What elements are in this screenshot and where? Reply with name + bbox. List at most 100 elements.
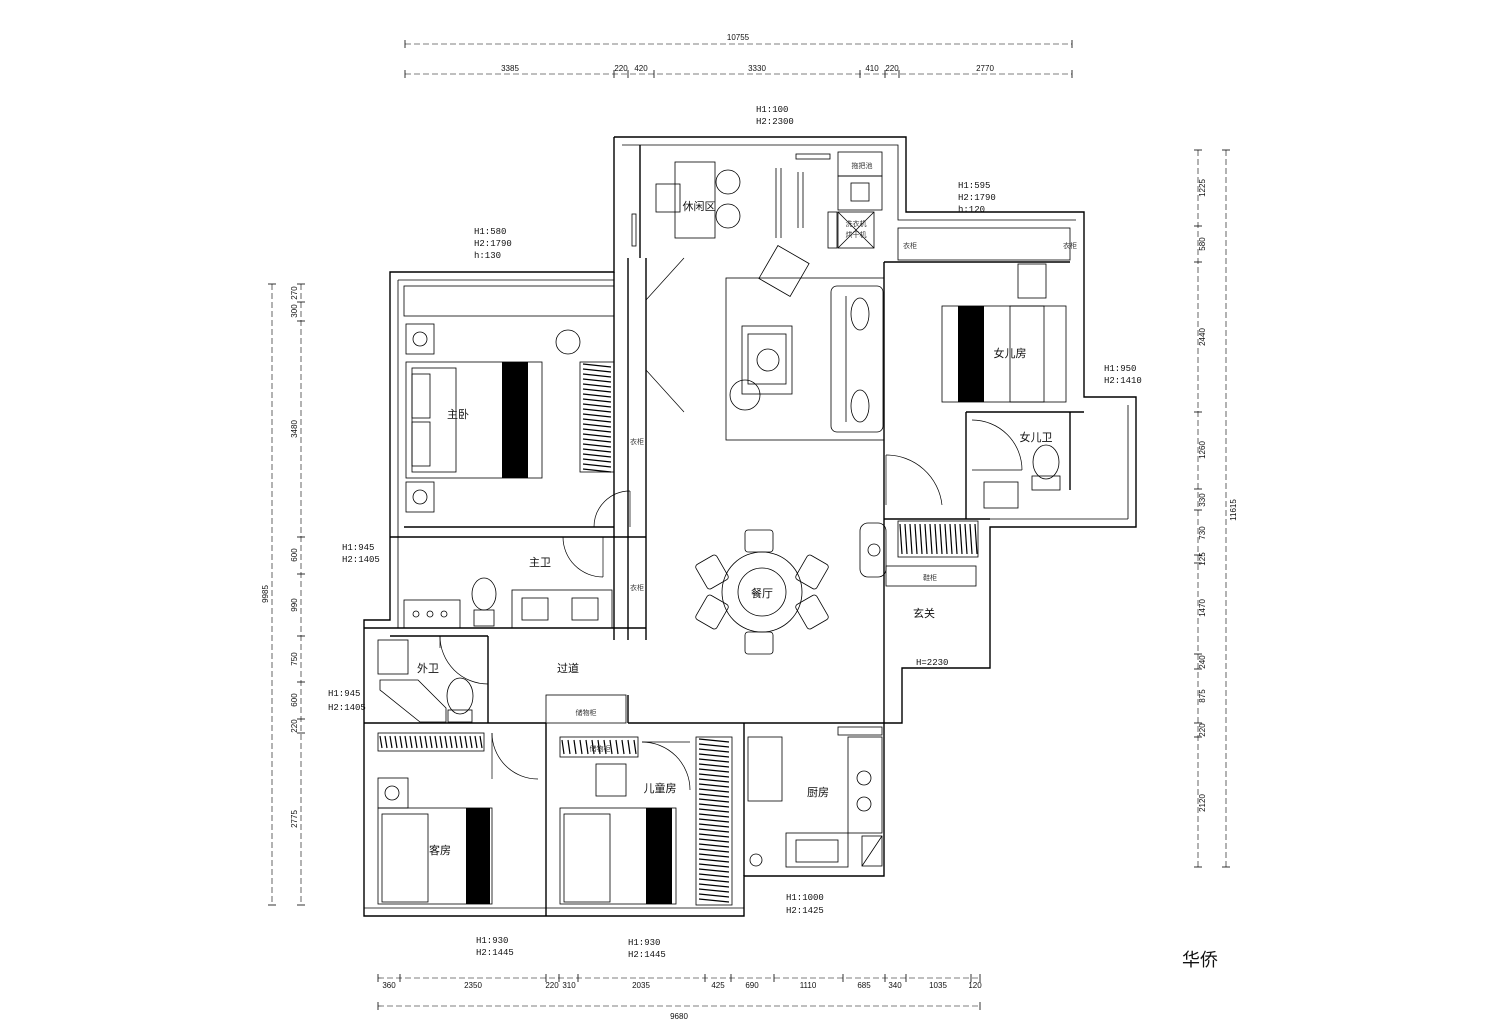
hanger-line (582, 383, 612, 388)
note-daughter-h2: H2:1790 (958, 193, 996, 203)
hanger-line (698, 838, 730, 843)
bottom-seg-11: 120 (968, 981, 982, 990)
hanger-line (582, 413, 612, 418)
note-top-h1: H1:100 (756, 105, 788, 115)
hanger-line (424, 735, 428, 749)
right-seg-9: 875 (1198, 689, 1207, 703)
hanger-line (914, 523, 918, 555)
hanger-line (582, 373, 612, 378)
hanger-line (698, 863, 730, 868)
hanger-line (389, 735, 393, 749)
hanger-line (603, 739, 607, 755)
left-seg-5: 750 (290, 652, 299, 666)
bottom-dimension-segments: 360 2350 220 310 2035 425 690 1110 685 3… (377, 974, 982, 990)
bottom-seg-4: 2035 (632, 981, 650, 990)
top-seg-2: 420 (634, 64, 648, 73)
bottom-seg-2: 220 (545, 981, 559, 990)
hanger-line (379, 735, 383, 749)
hanger-line (479, 735, 483, 749)
note-daughter-bath-h2: H2:1410 (1104, 376, 1142, 386)
right-seg-3: 1260 (1198, 441, 1207, 459)
hanger-line (698, 883, 730, 888)
hanger-line (414, 735, 418, 749)
left-seg-1: 300 (290, 304, 299, 318)
furniture (377, 151, 1071, 906)
left-seg-3: 600 (290, 548, 299, 562)
top-seg-4: 410 (865, 64, 879, 73)
hanger-line (434, 735, 438, 749)
left-dimension-total: 9985 (261, 283, 276, 906)
bottom-seg-10: 1035 (929, 981, 947, 990)
hanger-line (698, 793, 730, 798)
hanger-line (698, 848, 730, 853)
hanger-line (698, 803, 730, 808)
hanger-line (698, 738, 730, 743)
note-top-h2: H2:2300 (756, 117, 794, 127)
hanger-line (899, 523, 903, 555)
hanger-line (449, 735, 453, 749)
right-seg-0: 1225 (1198, 179, 1207, 197)
hanger-line (698, 748, 730, 753)
top-total-label: 10755 (727, 33, 750, 42)
hanger-line (934, 523, 938, 555)
hanger-line (698, 843, 730, 848)
top-seg-3: 3330 (748, 64, 766, 73)
top-dimension-segments: 3385 220 420 3330 410 220 2770 (404, 64, 1073, 78)
right-seg-10: 220 (1198, 723, 1207, 737)
room-label-dining: 餐厅 (751, 586, 773, 600)
hanger-line (582, 388, 612, 393)
cabinet-label-f: 衣柜 (630, 437, 644, 446)
wardrobe-stripes (379, 363, 978, 903)
brand-label: 华侨 (1182, 950, 1218, 971)
hanger-line (698, 763, 730, 768)
hanger-line (579, 739, 583, 755)
hanger-line (591, 739, 595, 755)
hanger-line (698, 893, 730, 898)
hanger-line (698, 778, 730, 783)
left-seg-2: 3480 (290, 420, 299, 438)
washer-label: 洗衣机 (846, 219, 867, 228)
hanger-line (582, 448, 612, 453)
room-label-leisure: 休闲区 (683, 199, 716, 213)
hanger-line (698, 828, 730, 833)
note-master-bath-h2: H2:1405 (342, 555, 380, 565)
hanger-line (698, 873, 730, 878)
hanger-line (582, 393, 612, 398)
note-master-h1: H1:580 (474, 227, 506, 237)
hanger-line (954, 523, 958, 555)
hanger-line (959, 523, 963, 555)
hanger-line (582, 428, 612, 433)
hanger-line (459, 735, 463, 749)
cabinet-label-a: 衣柜 (903, 241, 917, 250)
note-guest-bath-h2: H2:1405 (328, 703, 366, 713)
right-total-label: 11615 (1229, 499, 1238, 521)
hanger-line (439, 735, 443, 749)
hanger-line (609, 739, 613, 755)
hanger-line (582, 363, 612, 368)
left-seg-0: 270 (290, 286, 299, 300)
hanger-line (919, 523, 923, 555)
hanger-line (567, 739, 571, 755)
hanger-line (582, 463, 612, 468)
room-label-kitchen: 厨房 (807, 786, 829, 799)
hanger-line (698, 858, 730, 863)
hanger-line (929, 523, 933, 555)
hanger-line (444, 735, 448, 749)
top-seg-5: 220 (885, 64, 899, 73)
right-seg-6: 125 (1198, 552, 1207, 566)
hanger-line (698, 868, 730, 873)
note-kids-room-h2: H2:1445 (628, 950, 666, 960)
note-master-bath-h1: H1:945 (342, 543, 374, 553)
hanger-line (698, 808, 730, 813)
cabinet-label-e: 鞋柜 (923, 573, 937, 582)
daughter-bed-blanket (958, 306, 984, 402)
mop-sink-label: 拖把池 (852, 161, 873, 170)
room-label-daughter-bath: 女儿卫 (1020, 430, 1053, 444)
left-total-label: 9985 (261, 585, 270, 603)
note-master-h: h:130 (474, 251, 501, 261)
hanger-line (582, 378, 612, 383)
room-label-master-bath: 主卫 (529, 556, 551, 569)
hanger-line (454, 735, 458, 749)
cabinet-label-b: 衣柜 (1063, 241, 1077, 250)
hanger-line (621, 739, 625, 755)
